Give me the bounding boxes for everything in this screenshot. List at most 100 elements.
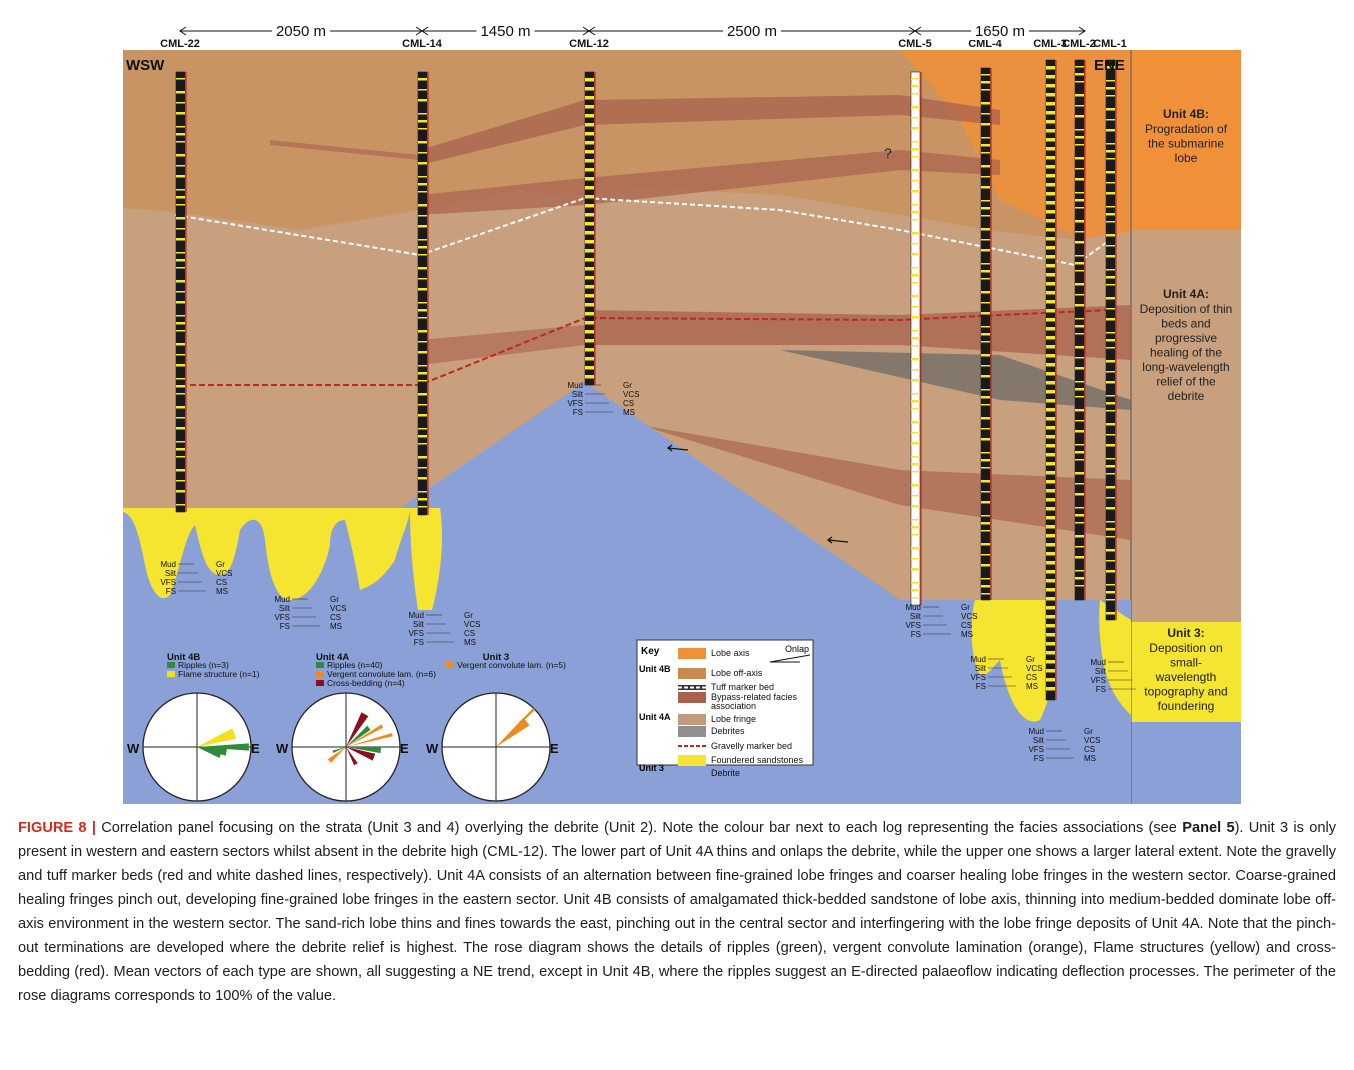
foundered-sandstone [410, 508, 443, 610]
svg-text:E: E [550, 741, 559, 756]
svg-text:Ripples (n=40): Ripples (n=40) [327, 660, 383, 670]
east-label: ENE [1094, 57, 1125, 74]
svg-text:CS: CS [464, 629, 475, 638]
svg-text:Deposition of thin: Deposition of thin [1140, 302, 1233, 316]
rose-petal [327, 747, 346, 763]
svg-text:CS: CS [1026, 673, 1037, 682]
svg-text:MS: MS [216, 587, 228, 596]
svg-text:E: E [400, 741, 409, 756]
svg-text:wavelength: wavelength [1155, 670, 1217, 684]
svg-text:Gr: Gr [1026, 655, 1035, 664]
svg-text:Mud: Mud [905, 603, 921, 612]
svg-text:W: W [276, 741, 289, 756]
grain-scales: MudSiltVFSFSGrVCSCSMSMudSiltVFSFSGrVCSCS… [160, 381, 1136, 763]
svg-text:MS: MS [464, 638, 476, 647]
svg-text:VCS: VCS [623, 390, 639, 399]
caption-part2: ). Unit 3 is only present in western and… [18, 820, 1337, 1004]
rose-petal [346, 725, 371, 747]
rose-petal [346, 747, 358, 766]
key-item: association [711, 701, 756, 711]
svg-text:Vergent convolute lam. (n=5): Vergent convolute lam. (n=5) [457, 660, 566, 670]
key-item: Foundered sandstones [711, 755, 804, 765]
tuff-marker-bed [174, 196, 1111, 267]
well-label: CML-4 [968, 38, 1002, 50]
svg-text:healing of the: healing of the [1150, 346, 1222, 360]
svg-text:FS: FS [911, 630, 921, 639]
svg-text:Unit 4A:: Unit 4A: [1163, 287, 1209, 301]
bypass-band [640, 425, 1131, 540]
svg-text:VCS: VCS [1026, 664, 1042, 673]
svg-text:Gr: Gr [623, 381, 632, 390]
svg-text:progressive: progressive [1155, 331, 1217, 345]
svg-text:Gr: Gr [464, 611, 473, 620]
svg-text:Mud: Mud [567, 381, 583, 390]
svg-text:FS: FS [1034, 754, 1044, 763]
svg-text:Unit 4B:: Unit 4B: [1163, 107, 1209, 121]
svg-text:debrite: debrite [1168, 389, 1205, 403]
svg-text:VFS: VFS [408, 629, 424, 638]
key-item: Lobe off-axis [711, 668, 763, 678]
svg-text:the submarine: the submarine [1148, 137, 1224, 151]
svg-text:CS: CS [961, 621, 972, 630]
key-item: Gravelly marker bed [711, 741, 792, 751]
distance-arrow: 2500 m [588, 22, 916, 40]
svg-text:VCS: VCS [961, 612, 977, 621]
svg-text:CS: CS [1084, 745, 1095, 754]
rose-petal [332, 747, 346, 753]
unit4a-box [1131, 230, 1241, 622]
svg-text:Gr: Gr [961, 603, 970, 612]
distance-label: 1650 m [975, 23, 1025, 40]
svg-text:Mud: Mud [160, 560, 176, 569]
svg-text:Silt: Silt [572, 390, 584, 399]
key-unit4a: Unit 4A [639, 712, 671, 722]
svg-text:MS: MS [961, 630, 973, 639]
debrites-band [780, 350, 1131, 410]
svg-text:relief of the: relief of the [1156, 375, 1216, 389]
lobe-band [270, 140, 420, 160]
rose-petal [346, 747, 381, 754]
well-log [1045, 59, 1057, 701]
onlap-arrow [666, 444, 849, 544]
well-log [980, 67, 992, 601]
key-item: Lobe axis [711, 648, 750, 658]
svg-text:VFS: VFS [905, 621, 921, 630]
svg-text:VFS: VFS [567, 399, 583, 408]
unit-debrite-box [1131, 722, 1241, 804]
svg-text:topography and: topography and [1144, 685, 1227, 699]
well-logs [175, 59, 1117, 701]
svg-text:Silt: Silt [279, 604, 291, 613]
svg-text:Mud: Mud [970, 655, 986, 664]
distance-arrow: 2050 m [179, 22, 423, 40]
key-legend: Key Onlap Unit 4B Unit 4A Unit 3 Lobe ax… [636, 639, 814, 779]
rose-petal [346, 724, 384, 747]
svg-text:VFS: VFS [970, 673, 986, 682]
distance-label: 2050 m [276, 23, 326, 40]
rose-petal [346, 732, 393, 747]
well-log [1105, 59, 1117, 621]
well-log [1074, 59, 1086, 601]
svg-text:CS: CS [330, 613, 341, 622]
svg-text:VFS: VFS [1028, 745, 1044, 754]
svg-text:VCS: VCS [216, 569, 232, 578]
key-item: Lobe fringe [711, 714, 756, 724]
unit4b-lobe-axis [900, 50, 1131, 238]
svg-text:FS: FS [976, 682, 986, 691]
svg-text:Deposition on: Deposition on [1149, 641, 1222, 655]
svg-text:Silt: Silt [165, 569, 177, 578]
svg-text:E: E [251, 741, 260, 756]
gravelly-marker-bed [190, 309, 1111, 386]
svg-text:beds and: beds and [1161, 317, 1210, 331]
svg-text:VFS: VFS [1090, 676, 1106, 685]
rose-petal [346, 712, 369, 747]
rose-petal [496, 717, 530, 747]
rose-petal [197, 728, 237, 747]
svg-text:VFS: VFS [160, 578, 176, 587]
key-title: Key [641, 646, 660, 657]
